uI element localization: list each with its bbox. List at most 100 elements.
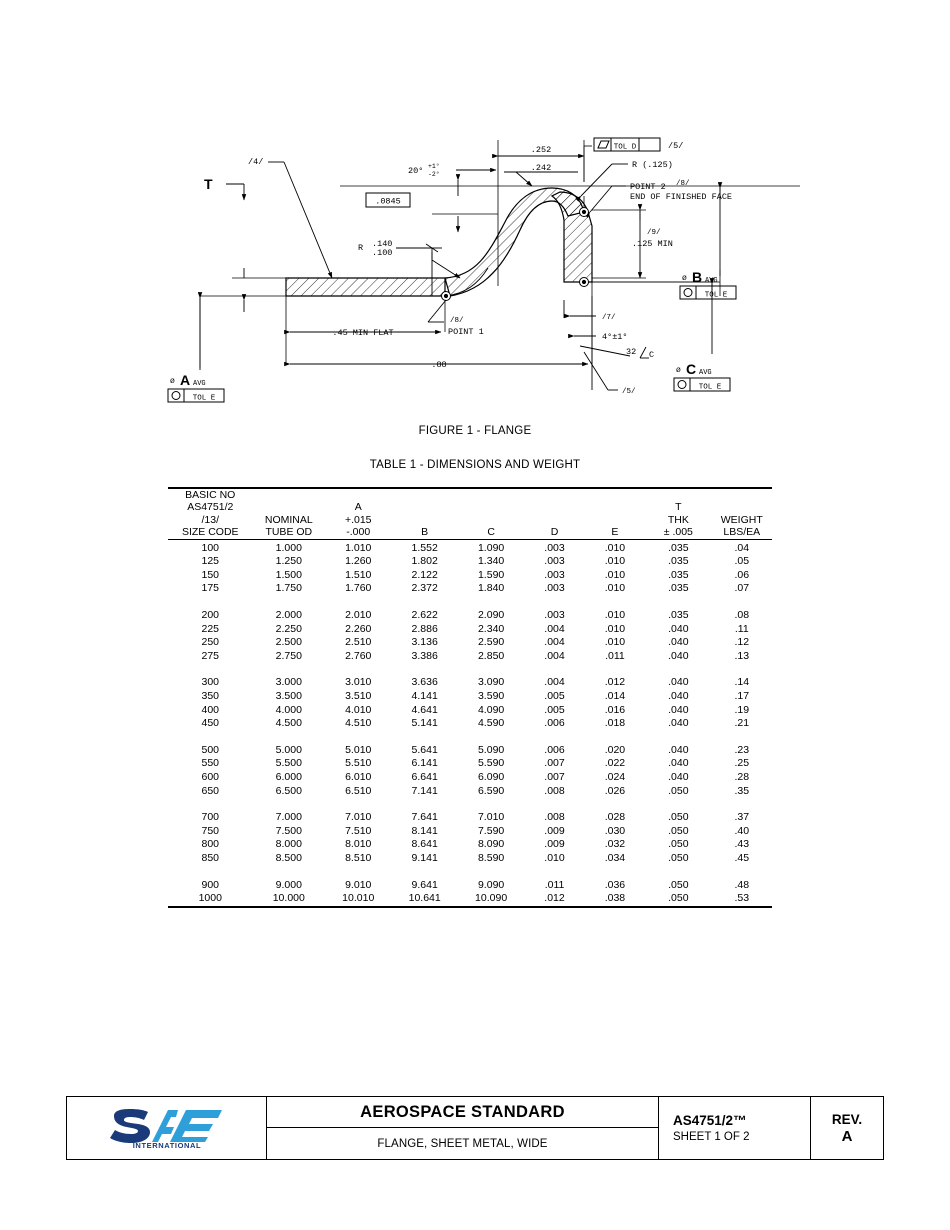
table-cell: 5.010 <box>345 743 372 756</box>
table-cell: .010 <box>604 582 626 595</box>
table-cell: .050 <box>668 878 689 891</box>
table-cell: .040 <box>668 770 689 783</box>
table-cell: 10.641 <box>391 892 458 908</box>
th-weight: WEIGHT LBS/EA <box>711 486 772 540</box>
note-5-top: /5/ <box>668 141 683 151</box>
datum-c-letter: C <box>686 361 696 377</box>
table-cell: 1.090 <box>477 541 505 554</box>
table-cell: .19 <box>734 703 750 716</box>
standard-subtitle: FLANGE, SHEET METAL, WIDE <box>377 1137 548 1150</box>
table-cell: 225 <box>201 622 220 635</box>
th-b: B <box>391 486 458 540</box>
dim-125-min <box>592 204 646 279</box>
table-cell: .034 <box>604 851 626 864</box>
table-cell: 7.590 <box>477 824 505 837</box>
revision-value: A <box>841 1127 853 1145</box>
table-cell: 275 <box>201 649 220 662</box>
table-cell: 8.010 <box>345 838 372 851</box>
dim-242-label: .242 <box>531 163 551 173</box>
table-cell: .010 <box>604 636 626 649</box>
table-cell: 100 <box>201 541 220 554</box>
note-4-label: /4/ <box>248 157 263 167</box>
table-cell: .004 <box>544 676 565 689</box>
dimensions-and-weight-table: BASIC NO AS4751/2 /13/ SIZE CODE NOMINAL… <box>168 486 772 908</box>
table-cell: .010 <box>544 851 565 864</box>
table-cell: 5.090 <box>477 743 505 756</box>
table-cell: 2.000 <box>275 609 302 621</box>
table-cell: 1.260 <box>345 555 372 568</box>
th-size-code: BASIC NO AS4751/2 /13/ SIZE CODE <box>168 486 253 540</box>
table-cell: .53 <box>711 892 772 908</box>
table-cell: .010 <box>604 555 626 568</box>
table-cell: 3.000 <box>275 676 302 689</box>
flange-vertical-wall <box>550 191 593 283</box>
table-cell: .07 <box>734 582 750 595</box>
leader-T <box>226 183 247 201</box>
tol-d-label: TOL D <box>614 144 637 152</box>
table-cell: 1000 <box>168 892 253 908</box>
table-cell: .13 <box>734 649 750 662</box>
table-cell: 2.590 <box>477 636 505 649</box>
table-cell: .040 <box>668 622 689 635</box>
table-cell: 300 <box>201 676 220 689</box>
table-cell: 1.552 <box>411 541 438 554</box>
table-cell: .008 <box>544 784 565 797</box>
table-cell: 6.500 <box>275 784 302 797</box>
table-cell: 9.641 <box>411 878 438 891</box>
table-cell: 9.141 <box>411 851 438 864</box>
table-cell: 5.641 <box>411 743 438 756</box>
point2-desc-label: END OF FINISHED FACE <box>630 192 732 202</box>
datum-b-avg: AVG <box>705 277 718 285</box>
table-cell: 2.622 <box>411 609 438 621</box>
th-a: A +.015 -.000 <box>325 486 392 540</box>
table-cell: .050 <box>668 851 689 864</box>
table-cell: 1.802 <box>411 555 438 568</box>
table-cell: .06 <box>734 568 750 581</box>
table-cell: 600 <box>201 770 220 783</box>
table-cell: .007 <box>544 770 565 783</box>
table-cell: 350 <box>201 689 220 702</box>
table-cell: .016 <box>604 703 626 716</box>
table-cell: .43 <box>734 838 750 851</box>
table-cell: 10.010 <box>325 892 392 908</box>
table-cell: 3.090 <box>477 676 505 689</box>
table-cell: 4.641 <box>411 703 438 716</box>
table-cell: 7.510 <box>345 824 372 837</box>
table-cell: .010 <box>604 568 626 581</box>
point2-marker <box>579 207 589 287</box>
table-cell: .007 <box>544 757 565 770</box>
note-8-point2: /8/ <box>676 180 690 188</box>
thickness-T-label: T <box>204 176 213 192</box>
table-cell: .009 <box>544 824 565 837</box>
table-cell: 1.500 <box>275 568 302 581</box>
table-cell: 850 <box>201 851 220 864</box>
table-cell: .005 <box>544 689 565 702</box>
table-cell: .040 <box>668 743 689 756</box>
standard-title-cell: AEROSPACE STANDARD <box>267 1097 658 1128</box>
table-cell: 6.590 <box>477 784 505 797</box>
title-block-middle: AEROSPACE STANDARD FLANGE, SHEET METAL, … <box>267 1097 659 1159</box>
table-cell: .11 <box>734 622 749 635</box>
table-cell: 3.510 <box>345 689 372 702</box>
th-d: D <box>524 486 585 540</box>
table-cell: .050 <box>668 811 689 824</box>
table-group-spacer <box>168 866 772 879</box>
sae-logo: INTERNATIONAL <box>108 1107 226 1149</box>
table-cell: .012 <box>604 676 626 689</box>
table-cell: 5.000 <box>275 743 302 756</box>
table-cell: .004 <box>544 636 565 649</box>
table-cell: 7.010 <box>477 811 505 824</box>
table-cell: 800 <box>201 838 220 851</box>
revision-label: REV. <box>831 1111 863 1127</box>
datum-c-tol: TOL E <box>699 384 722 392</box>
table-cell: .08 <box>734 609 750 621</box>
table-cell: 5.510 <box>345 757 372 770</box>
table-cell: .05 <box>734 555 750 568</box>
table-cell: 1.510 <box>345 568 372 581</box>
